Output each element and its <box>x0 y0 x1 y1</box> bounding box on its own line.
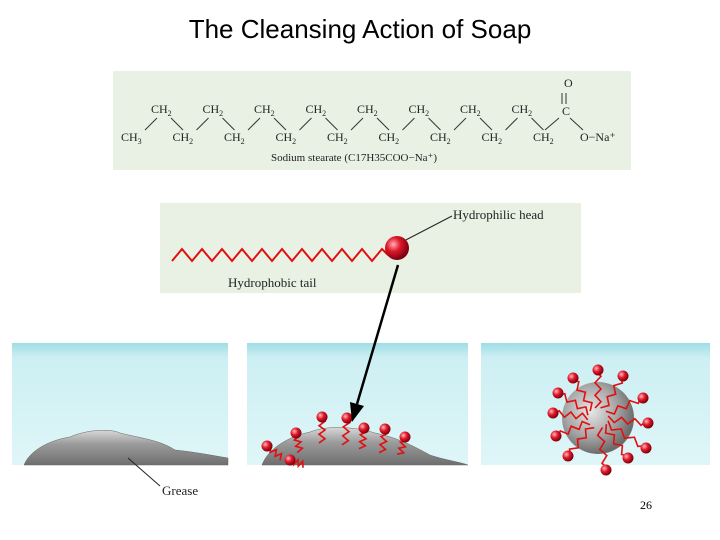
hydrophilic-head-ball <box>284 454 296 466</box>
lower-ch2-group: CH2 <box>327 130 348 146</box>
hydrophilic-head-ball <box>261 440 273 452</box>
molecule-model-panel: Hydrophilic head Hydrophobic tail <box>160 203 581 293</box>
hydrophilic-head-ball <box>642 417 654 429</box>
hydrophilic-head-ball <box>316 411 328 423</box>
lower-ch2-group: CH2 <box>379 130 400 146</box>
soap-molecule <box>600 370 629 409</box>
soap-molecule <box>596 426 612 476</box>
upper-ch2-group: CH2 <box>254 102 275 118</box>
hydrophilic-head-ball <box>592 364 604 376</box>
hydrophilic-head-ball <box>341 412 353 424</box>
upper-row: CH2 CH2 CH2 CH2 CH2 CH2 CH2 CH2 <box>151 102 532 118</box>
upper-ch2-group: CH2 <box>203 102 224 118</box>
soap-molecule <box>261 440 283 461</box>
hydrophobic-tail-chain <box>171 247 389 263</box>
lower-ch2-group: CH2 <box>430 130 451 146</box>
page-number: 26 <box>640 498 652 512</box>
soap-molecule <box>284 454 304 469</box>
upper-ch2-group: CH2 <box>460 102 481 118</box>
lower-ch2-group: CH2 <box>533 130 554 146</box>
zigzag-bonds <box>144 117 584 131</box>
soap-molecule <box>341 412 353 446</box>
hydrophilic-head-ball <box>637 392 649 404</box>
upper-ch2-group: CH2 <box>357 102 378 118</box>
hydrophilic-head-ball <box>567 372 579 384</box>
hydrophilic-head-ball <box>552 387 564 399</box>
soap-molecule <box>316 411 328 444</box>
attachment-arrow <box>350 264 400 422</box>
hydrophilic-head-ball <box>622 452 634 464</box>
soap-molecule <box>396 431 411 455</box>
hydrophilic-head-ball <box>379 423 391 435</box>
soap-molecule <box>358 422 370 450</box>
soap-molecule <box>607 415 654 429</box>
hydrophilic-head-ball <box>640 442 652 454</box>
molecule-model: Hydrophilic head Hydrophobic tail <box>171 207 544 290</box>
methyl-group: CH3 <box>121 130 142 146</box>
lower-ch2-group: CH2 <box>276 130 297 146</box>
hydrophilic-head-ball <box>358 422 370 434</box>
hydrophilic-head-ball <box>562 450 574 462</box>
hydrophilic-head-ball <box>600 464 612 476</box>
grease-label: Grease <box>162 483 198 498</box>
panel-micelle <box>481 343 710 476</box>
grease-blob-1 <box>23 429 229 466</box>
hydrophobic-tail-label: Hydrophobic tail <box>228 275 317 290</box>
carbonyl-oxygen: O <box>564 76 573 90</box>
lower-ch2-group: CH2 <box>173 130 194 146</box>
soap-molecule <box>290 427 304 454</box>
lower-ch2-group: CH2 <box>482 130 503 146</box>
hydrophilic-head-ball <box>617 370 629 382</box>
panel-grease-on-surface: Grease <box>12 343 229 498</box>
hydrophilic-head-label: Hydrophilic head <box>453 207 544 222</box>
formula-caption: Sodium stearate (C17H35COO−Na⁺) <box>271 152 437 164</box>
slide-title: The Cleansing Action of Soap <box>188 14 532 44</box>
soap-molecule <box>562 426 595 462</box>
lower-row: CH3 CH2 CH2 CH2 CH2 CH2 CH2 CH2 CH2 <box>121 130 554 146</box>
soap-molecule <box>607 420 652 454</box>
soap-molecule <box>378 423 391 454</box>
soap-molecule <box>567 372 593 412</box>
ion-group: O−Na⁺ <box>580 130 616 144</box>
upper-ch2-group: CH2 <box>512 102 533 118</box>
hydrophilic-head-ball <box>547 407 559 419</box>
upper-ch2-group: CH2 <box>306 102 327 118</box>
hydrophilic-head-ball <box>290 427 302 439</box>
hydrophilic-head-ball <box>385 236 409 260</box>
hydrophilic-head-ball <box>399 431 411 443</box>
upper-ch2-group: CH2 <box>151 102 172 118</box>
hydrophilic-head-ball <box>550 430 562 442</box>
soap-molecule <box>550 420 591 442</box>
lower-ch2-group: CH2 <box>224 130 245 146</box>
soap-molecule <box>547 407 589 421</box>
upper-ch2-group: CH2 <box>409 102 430 118</box>
carbonyl-carbon: C <box>562 104 570 118</box>
soap-molecules-attaching <box>261 411 411 469</box>
soap-molecule <box>552 387 589 416</box>
soap-molecule <box>592 364 604 409</box>
micelle-molecules <box>547 364 654 476</box>
soap-molecule <box>604 424 634 464</box>
grease-droplet <box>562 382 634 454</box>
soap-molecule <box>605 392 649 415</box>
